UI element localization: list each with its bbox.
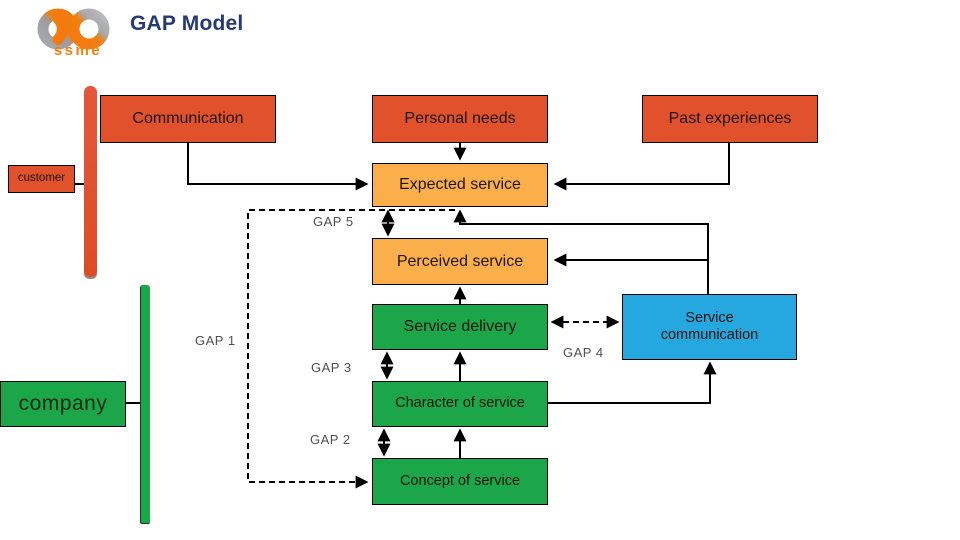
node-character-of-service: Character of service [372, 381, 548, 427]
gap1-label: GAP 1 [195, 333, 236, 348]
gap4-label: GAP 4 [563, 345, 604, 360]
customer-label: customer [17, 172, 66, 185]
node-past-experiences: Past experiences [642, 95, 818, 143]
node-concept-of-service-label: Concept of service [399, 472, 521, 489]
node-service-delivery: Service delivery [372, 304, 548, 350]
node-communication: Communication [100, 95, 276, 143]
node-communication-label: Communication [132, 110, 244, 128]
node-perceived-service-label: Perceived service [396, 252, 524, 270]
ssme-logo-icon [26, 4, 122, 66]
node-service-communication-label: Service communication [660, 309, 759, 343]
gap3-label: GAP 3 [311, 360, 352, 375]
node-character-of-service-label: Character of service [395, 395, 525, 412]
node-concept-of-service: Concept of service [372, 458, 548, 505]
node-personal-needs: Personal needs [372, 95, 548, 143]
gap2-label: GAP 2 [310, 432, 351, 447]
ssme-logo-text: ssme [53, 42, 103, 59]
page-title: GAP Model [130, 12, 244, 35]
company-scope-bar [140, 285, 150, 524]
customer-label-box: customer [8, 165, 75, 193]
arrow-past-experiences-to-expected [553, 143, 730, 191]
node-personal-needs-label: Personal needs [404, 110, 516, 128]
node-service-communication: Service communication [622, 294, 797, 360]
gap5-label: GAP 5 [313, 214, 354, 229]
gap-dashed-frame [247, 209, 455, 489]
arrow-communication-to-expected [187, 143, 369, 191]
node-perceived-service: Perceived service [372, 238, 548, 285]
company-label: company [18, 392, 108, 416]
node-past-experiences-label: Past experiences [668, 110, 792, 128]
node-service-delivery-label: Service delivery [403, 318, 517, 336]
customer-scope-bar [84, 86, 97, 277]
company-label-box: company [0, 381, 126, 427]
node-expected-service-label: Expected service [399, 176, 521, 194]
arrow-character-to-servcomm [548, 361, 717, 404]
node-expected-service: Expected service [372, 163, 548, 207]
infinity-rings-icon [37, 8, 110, 50]
